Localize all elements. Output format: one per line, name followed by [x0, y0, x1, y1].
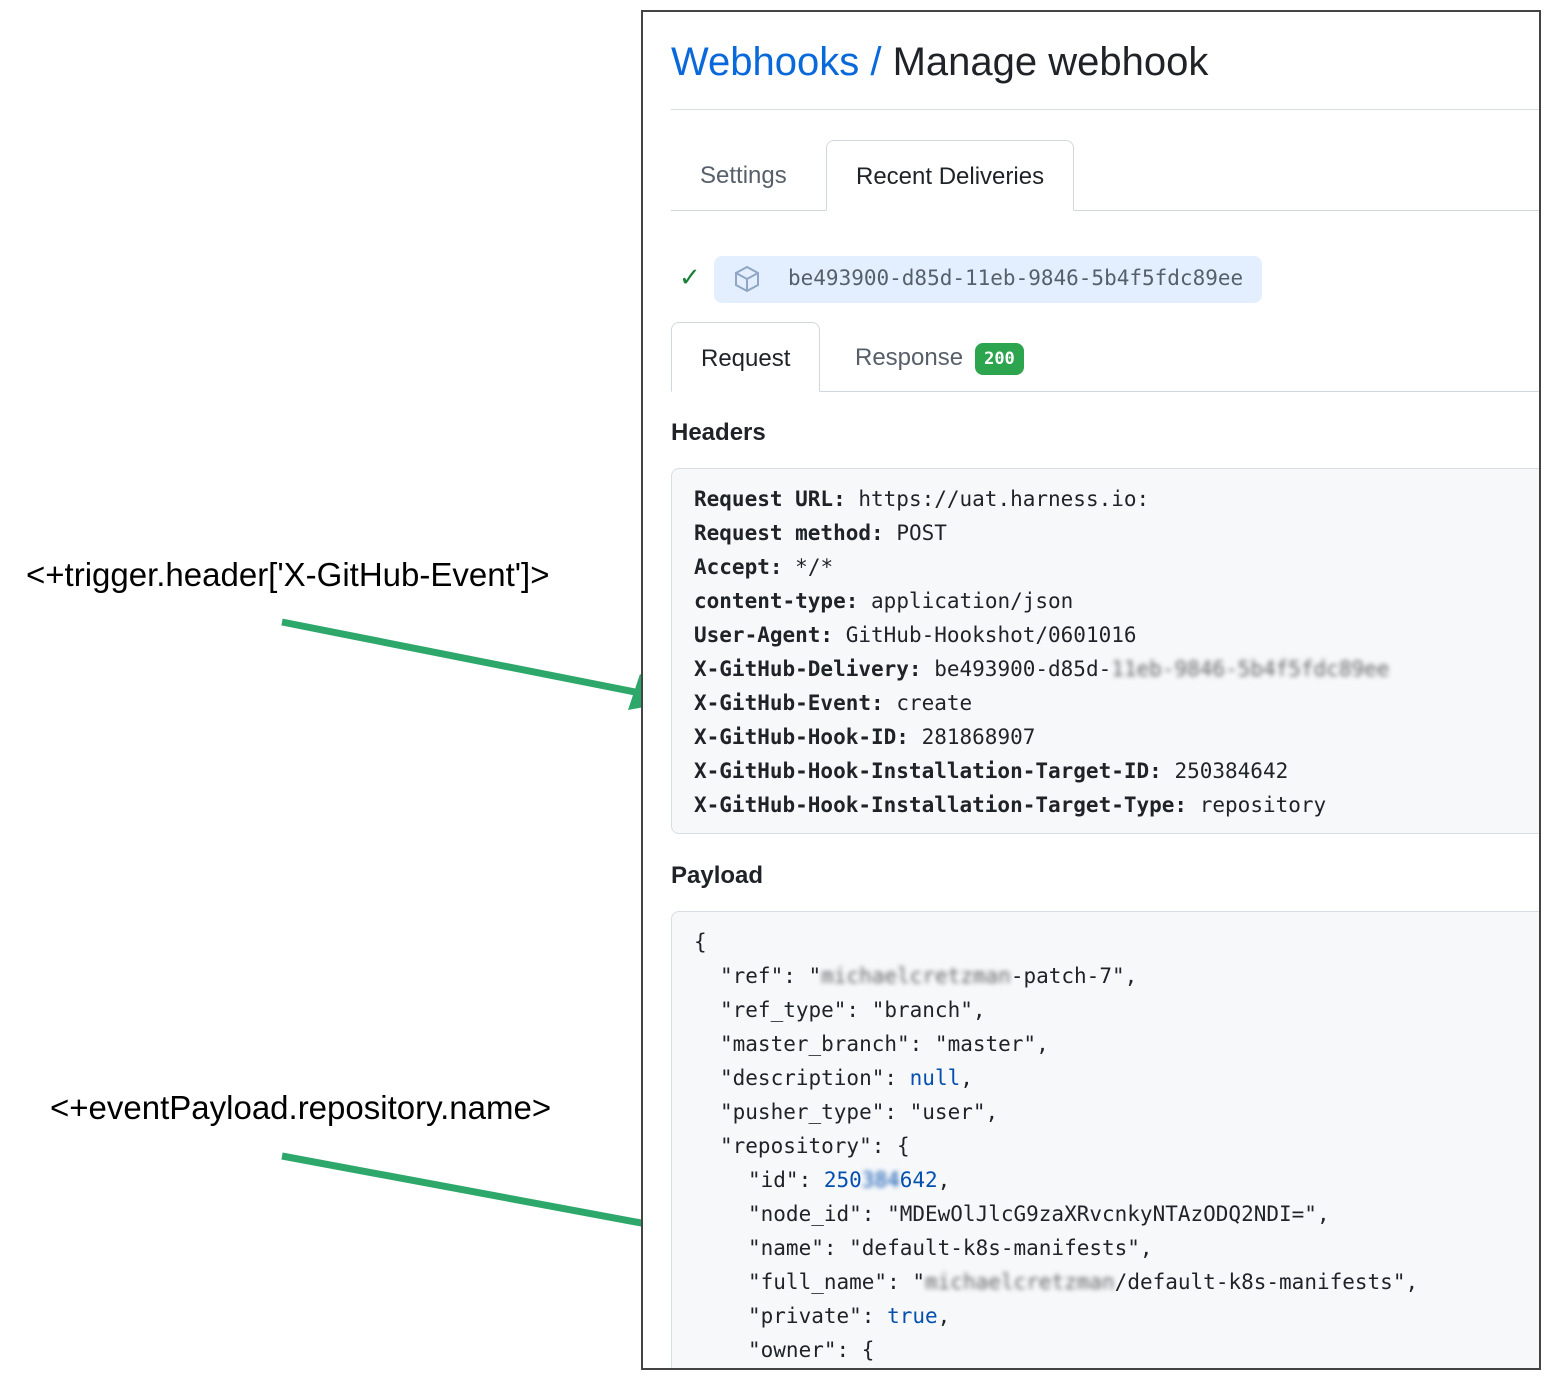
header-value: POST	[896, 521, 947, 545]
payload-line-repository: "repository": {	[720, 1134, 910, 1158]
check-icon: ✓	[679, 262, 701, 292]
delivery-guid: be493900-d85d-11eb-9846-5b4f5fdc89ee	[788, 266, 1244, 290]
header-key: Request method:	[694, 521, 884, 545]
status-badge: 200	[975, 342, 1024, 375]
header-row: User-Agent: GitHub-Hookshot/0601016	[694, 623, 1137, 647]
delivery-guid-button[interactable]: be493900-d85d-11eb-9846-5b4f5fdc89ee	[714, 256, 1262, 303]
payload-heading: Payload	[671, 862, 764, 889]
arrow-to-event-header	[281, 618, 682, 710]
header-value-redacted: 11eb-9846-5b4f5fdc89ee	[1111, 657, 1390, 681]
payload-line-id: "id": 250384642,	[748, 1168, 951, 1192]
header-key: content-type:	[694, 589, 859, 613]
request-response-tabs: Request Response 200	[671, 322, 1539, 392]
page-title: Webhooks / Manage webhook	[671, 40, 1208, 85]
header-key: Request URL:	[694, 487, 846, 511]
package-icon	[735, 265, 759, 293]
header-value: repository	[1199, 793, 1327, 817]
header-value: https://uat.harness.io:	[858, 487, 1150, 511]
breadcrumb-webhooks-link[interactable]: Webhooks	[671, 40, 860, 84]
annotation-event-payload: <+eventPayload.repository.name>	[50, 1089, 552, 1126]
header-value: 281868907	[921, 725, 1036, 749]
payload-line: {	[694, 930, 707, 954]
headers-heading: Headers	[671, 419, 766, 446]
header-row: Accept: */*	[694, 555, 833, 579]
header-row: Request method: POST	[694, 521, 947, 545]
header-value: 250384642	[1174, 759, 1289, 783]
header-row: X-GitHub-Hook-ID: 281868907	[694, 725, 1035, 749]
annotation-trigger-header: <+trigger.header['X-GitHub-Event']>	[26, 556, 550, 593]
payload-line-master-branch: "master_branch": "master",	[720, 1032, 1049, 1056]
header-key: X-GitHub-Hook-Installation-Target-Type:	[694, 793, 1188, 817]
header-key: Accept:	[694, 555, 783, 579]
header-key: X-GitHub-Event:	[694, 691, 884, 715]
header-row: content-type: application/json	[694, 589, 1073, 613]
payload-box: { "ref": "michaelcretzman-patch-7", "ref…	[671, 911, 1539, 1368]
payload-line-owner: "owner": {	[748, 1338, 875, 1362]
payload-line-ref: "ref": "michaelcretzman-patch-7",	[720, 964, 1138, 988]
payload-line-description: "description": null,	[720, 1066, 973, 1090]
header-key: X-GitHub-Delivery:	[694, 657, 922, 681]
breadcrumb-separator: /	[859, 40, 893, 84]
header-row: X-GitHub-Event: create	[694, 691, 972, 715]
tab-response[interactable]: Response 200	[826, 322, 1053, 392]
header-value: create	[896, 691, 973, 715]
payload-line-full-name: "full_name": "michaelcretzman/default-k8…	[748, 1270, 1419, 1294]
header-key: User-Agent:	[694, 623, 834, 647]
tab-request[interactable]: Request	[671, 322, 821, 392]
header-value: */*	[795, 555, 834, 579]
payload-line-node-id: "node_id": "MDEwOlJlcG9zaXRvcnkyNTAzODQ2…	[748, 1202, 1330, 1226]
tab-bar: Settings Recent Deliveries	[671, 140, 1539, 211]
payload-line-pusher-type: "pusher_type": "user",	[720, 1100, 999, 1124]
header-row: X-GitHub-Hook-Installation-Target-ID: 25…	[694, 759, 1288, 783]
tab-recent-deliveries[interactable]: Recent Deliveries	[826, 140, 1075, 211]
payload-line-ref-type: "ref_type": "branch",	[720, 998, 986, 1022]
annotation-arrows	[281, 618, 720, 1253]
payload-line-name: "name": "default-k8s-manifests",	[748, 1236, 1153, 1260]
webhook-panel: Webhooks / Manage webhook Settings Recen…	[641, 10, 1541, 1370]
header-value: be493900-d85d-	[934, 657, 1112, 681]
divider	[671, 109, 1539, 110]
page-title-text: Manage webhook	[892, 40, 1209, 84]
header-row: X-GitHub-Hook-Installation-Target-Type: …	[694, 793, 1326, 817]
header-row: Request URL: https://uat.harness.io:	[694, 487, 1149, 511]
headers-box: Request URL: https://uat.harness.io:Requ…	[671, 468, 1539, 834]
header-value: application/json	[871, 589, 1074, 613]
header-key: X-GitHub-Hook-Installation-Target-ID:	[694, 759, 1162, 783]
header-key: X-GitHub-Hook-ID:	[694, 725, 909, 749]
tab-settings[interactable]: Settings	[700, 162, 787, 189]
header-row: X-GitHub-Delivery: be493900-d85d-11eb-98…	[694, 657, 1389, 681]
payload-line-private: "private": true,	[748, 1304, 951, 1328]
header-value: GitHub-Hookshot/0601016	[845, 623, 1137, 647]
tab-response-label: Response	[855, 344, 964, 371]
